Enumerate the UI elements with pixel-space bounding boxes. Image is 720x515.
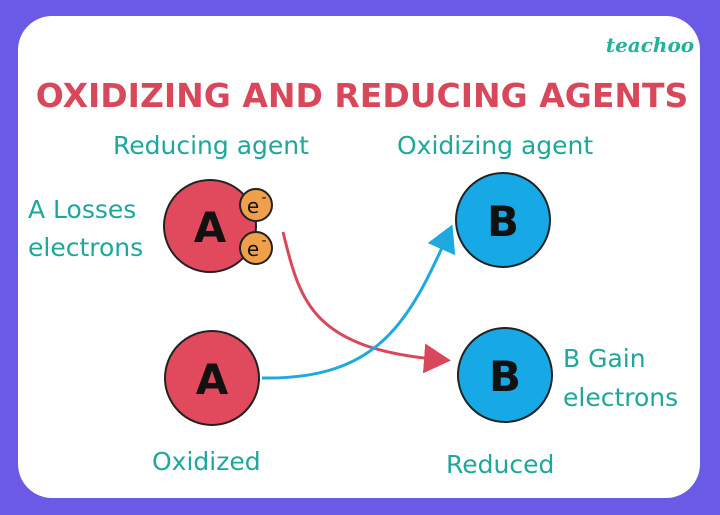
oxidizing-agent-label: Oxidizing agent (397, 131, 594, 160)
svg-text:A: A (196, 355, 229, 404)
svg-text:B: B (489, 352, 521, 401)
svg-text:-: - (261, 190, 266, 206)
svg-text:e: e (247, 194, 259, 218)
atom-a-reducing-agent: A (163, 179, 257, 273)
svg-text:B: B (487, 197, 519, 246)
b-gain-label-line2: electrons (563, 383, 679, 412)
page-title: OXIDIZING AND REDUCING AGENTS (36, 76, 689, 115)
red-arrow (281, 231, 451, 374)
a-loses-label-line2: electrons (28, 233, 144, 262)
reducing-agent-label: Reducing agent (113, 131, 309, 160)
atom-b-reduced: B (457, 327, 553, 423)
svg-text:-: - (261, 233, 266, 249)
reduced-label: Reduced (446, 450, 555, 479)
diagram-card (18, 16, 700, 498)
electron-2: e - (239, 231, 273, 265)
blue-arrow (261, 224, 456, 380)
oxidized-label: Oxidized (152, 447, 261, 476)
teachoo-logo: teachoo (606, 33, 694, 57)
svg-text:A: A (194, 203, 227, 252)
b-gain-label-line1: B Gain (563, 344, 646, 373)
atom-a-oxidized: A (164, 330, 260, 426)
electron-1: e - (239, 188, 273, 222)
svg-text:e: e (247, 237, 259, 261)
atom-b-oxidizing-agent: B (455, 172, 551, 268)
a-loses-label-line1: A Losses (28, 195, 137, 224)
